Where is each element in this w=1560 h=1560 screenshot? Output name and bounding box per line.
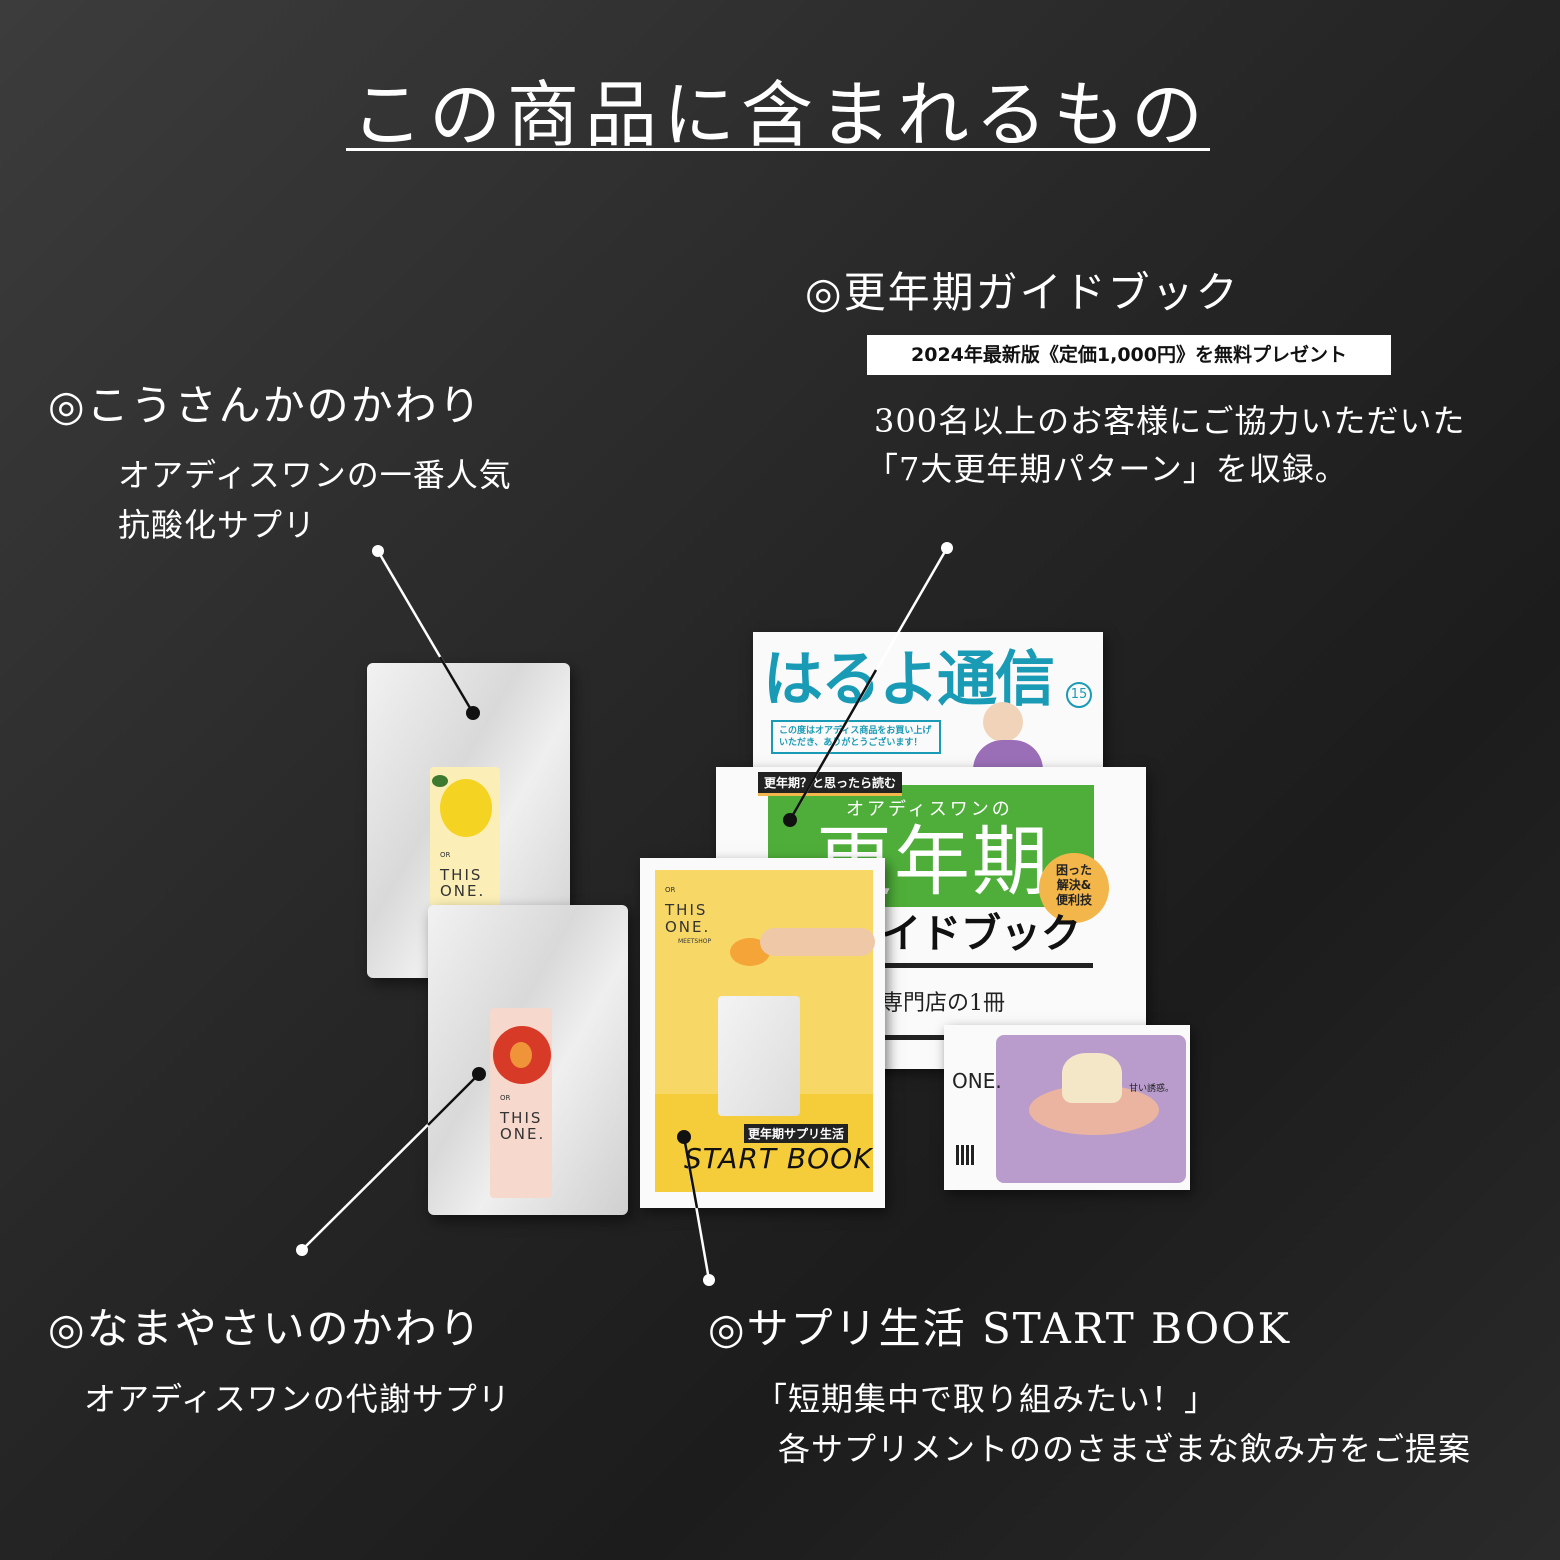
leader-dot <box>941 542 953 554</box>
brand-this: THIS <box>665 901 708 919</box>
newsletter-message: この度はオアディス商品をお買い上げいただき、ありがとうございます！ <box>771 720 941 754</box>
guidebook-heading: ◎更年期ガイドブック <box>805 268 1240 317</box>
startbook-heading: ◎サプリ生活 START BOOK <box>708 1304 1291 1353</box>
guidebook-tag: 更年期？と思ったら読む <box>758 772 903 796</box>
brand-one: ONE. <box>440 882 486 900</box>
antioxidant-desc-1: オアディスワンの一番人気 <box>118 456 512 494</box>
newsletter-vol: 15 <box>1066 682 1092 708</box>
antioxidant-desc-2: 抗酸化サプリ <box>118 506 317 544</box>
vegetable-heading: ◎なまやさいのかわり <box>48 1304 483 1353</box>
guidebook-rule <box>881 963 1093 968</box>
leader-dot <box>466 706 480 720</box>
qr-code <box>956 1145 976 1165</box>
brand-one: ONE. <box>500 1125 546 1143</box>
brand-or: OR <box>500 1094 511 1102</box>
startbook-desc-1: 「短期集中で取り組みたい！」 <box>755 1380 1218 1418</box>
guidebook-desc-2: 「7大更年期パターン」を収録。 <box>866 450 1348 488</box>
startbook-desc-2: 各サプリメントののさまざまな飲み方をご提案 <box>778 1430 1472 1468</box>
cupcake <box>1062 1053 1122 1103</box>
leader-dot <box>783 813 797 827</box>
guidebook-circle: 困った解決&便利技 <box>1039 853 1109 923</box>
startbook-pouch-photo <box>718 996 800 1116</box>
brand-this: THIS <box>500 1109 543 1127</box>
tomato-core <box>510 1042 532 1068</box>
character-illustration <box>983 702 1023 742</box>
guidebook-brand: オアディスワンの <box>846 799 1013 820</box>
brand-or: OR <box>665 886 676 894</box>
page-title: この商品に含まれるもの <box>350 73 1209 157</box>
startbook-title: START BOOK <box>684 1142 873 1175</box>
leader-dot <box>296 1244 308 1256</box>
guidebook-badge: 2024年最新版《定価1,000円》を無料プレゼント <box>867 335 1391 375</box>
brand-one: ONE. <box>665 918 711 936</box>
antioxidant-heading: ◎こうさんかのかわり <box>48 381 483 430</box>
promo-card-text: 甘い誘惑。 <box>1129 1084 1175 1094</box>
vegetable-pouch: OR THIS ONE. <box>428 905 628 1215</box>
brand-this: THIS <box>440 866 483 884</box>
leader-dot <box>677 1130 691 1144</box>
guidebook-desc-1: 300名以上のお客様にご協力いただいた <box>874 402 1466 440</box>
guidebook-subtitle: イドブック <box>881 911 1081 957</box>
startbook-tag: 更年期サプリ生活 <box>744 1124 849 1143</box>
leader-dot <box>472 1067 486 1081</box>
promo-card-brand: ONE. <box>952 1069 1002 1093</box>
brand-or: OR <box>440 851 451 859</box>
title-underline <box>346 148 1210 151</box>
leader-dot <box>703 1274 715 1286</box>
guidebook-line: 専門店の1冊 <box>881 991 1005 1016</box>
brand-by: MEETSHOP <box>678 938 712 945</box>
vegetable-desc-1: オアディスワンの代謝サプリ <box>84 1380 511 1418</box>
hand-photo <box>760 928 875 956</box>
lemon-label: OR THIS ONE. <box>430 767 500 907</box>
promo-card: ONE. 甘い誘惑。 <box>944 1025 1190 1190</box>
leaf-icon <box>432 775 448 787</box>
tomato-label: OR THIS ONE. <box>490 1008 552 1198</box>
lemon-icon <box>440 779 492 837</box>
newsletter: はるよ通信 15 この度はオアディス商品をお買い上げいただき、ありがとうございま… <box>753 632 1103 782</box>
leader-dot <box>372 545 384 557</box>
